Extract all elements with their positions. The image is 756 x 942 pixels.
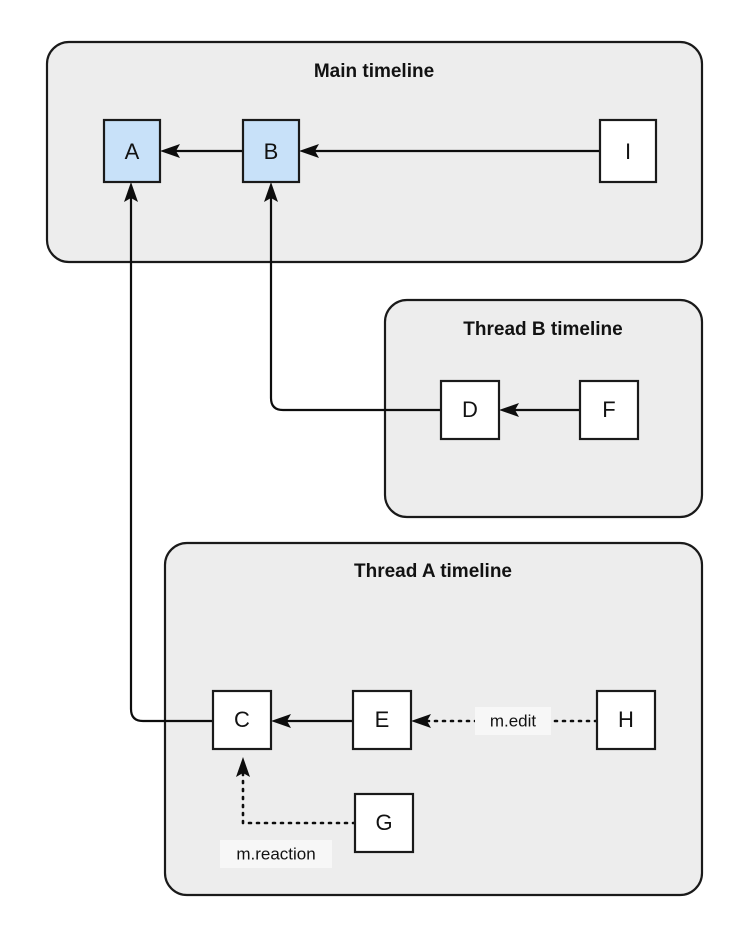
- node-g[interactable]: G: [353, 792, 415, 854]
- node-d-label: D: [462, 397, 478, 422]
- node-g-box[interactable]: [353, 792, 415, 854]
- node-i-box[interactable]: [598, 118, 658, 184]
- node-h-box[interactable]: [595, 689, 657, 751]
- container-thread-b-timeline: Thread B timeline: [383, 298, 704, 519]
- container-thread-a-timeline: Thread A timeline: [163, 541, 704, 897]
- node-d[interactable]: D: [439, 379, 501, 441]
- m-edit-label-bg: [475, 707, 551, 735]
- node-d-box[interactable]: [439, 379, 501, 441]
- node-c-label: C: [234, 707, 250, 732]
- node-a-box[interactable]: [102, 118, 162, 184]
- m-reaction-label-bg: [220, 840, 332, 868]
- node-a-label: A: [125, 139, 140, 164]
- node-f[interactable]: F: [578, 379, 640, 441]
- node-c[interactable]: C: [211, 689, 273, 751]
- node-e[interactable]: E: [351, 689, 413, 751]
- m-reaction-label: m.reaction: [236, 844, 315, 863]
- node-b[interactable]: B: [241, 118, 301, 184]
- node-h[interactable]: H: [595, 689, 657, 751]
- node-a[interactable]: A: [102, 118, 162, 184]
- node-h-label: H: [618, 707, 634, 732]
- node-e-box[interactable]: [351, 689, 413, 751]
- thread-a-timeline-title: Thread A timeline: [354, 561, 512, 582]
- node-g-label: G: [375, 810, 392, 835]
- thread-b-timeline-title: Thread B timeline: [463, 319, 622, 340]
- node-i[interactable]: I: [598, 118, 658, 184]
- edge-b-to-a: [160, 144, 243, 158]
- node-b-label: B: [264, 139, 279, 164]
- thread-b-timeline-box: [383, 298, 704, 519]
- node-f-label: F: [602, 397, 615, 422]
- edge-d-to-b: [264, 182, 441, 412]
- node-e-label: E: [375, 707, 390, 732]
- node-b-box[interactable]: [241, 118, 301, 184]
- node-f-box[interactable]: [578, 379, 640, 441]
- edge-i-to-b: [299, 144, 600, 158]
- edge-c-to-a: [124, 182, 213, 723]
- m-edit-label: m.edit: [490, 711, 537, 730]
- edge-h-to-e: m.edit: [411, 707, 599, 735]
- node-i-label: I: [625, 139, 631, 164]
- edge-e-to-c: [271, 714, 353, 728]
- node-c-box[interactable]: [211, 689, 273, 751]
- edge-f-to-d: [499, 403, 580, 417]
- main-timeline-title: Main timeline: [314, 61, 434, 82]
- thread-a-timeline-box: [163, 541, 704, 897]
- edge-g-to-c: m.reaction: [220, 757, 357, 868]
